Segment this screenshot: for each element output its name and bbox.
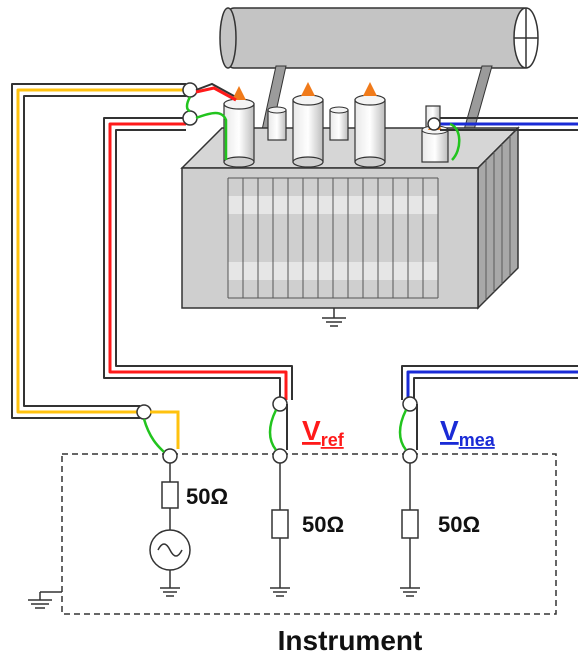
resistor-source-icon <box>161 481 179 509</box>
bushing-small-2 <box>329 106 349 141</box>
chassis-ground-icon <box>28 591 62 609</box>
vref-cable <box>103 117 293 400</box>
bushing-tip-icon <box>363 82 377 96</box>
instrument-label: Instrument <box>278 625 423 656</box>
mea-branch <box>400 463 420 597</box>
instrument-connectors <box>136 396 418 464</box>
instrument-box <box>61 453 557 615</box>
vmea-label: Vmea <box>440 415 496 450</box>
bushing-hv-2 <box>292 82 324 168</box>
resistor-mea-label: 50Ω <box>438 512 480 537</box>
resistor-source-label: 50Ω <box>186 484 228 509</box>
source-branch <box>149 463 191 597</box>
resistor-ref-icon <box>271 509 289 539</box>
vmea-cable <box>401 117 578 400</box>
bushing-hv-3 <box>354 82 386 168</box>
ref-branch <box>270 463 290 597</box>
conservator-tank <box>219 7 539 69</box>
resistor-mea-icon <box>401 509 419 539</box>
tank-ground-icon <box>322 308 346 327</box>
bushing-small-1 <box>267 106 287 141</box>
bushing-lv <box>421 105 449 163</box>
bushing-hv-1 <box>223 86 255 168</box>
bushing-tip-icon <box>301 82 315 96</box>
bushing-tip-icon <box>232 86 246 100</box>
vref-label: Vref <box>302 415 345 450</box>
top-connectors <box>182 82 461 161</box>
source-cable <box>11 83 186 419</box>
resistor-ref-label: 50Ω <box>302 512 344 537</box>
